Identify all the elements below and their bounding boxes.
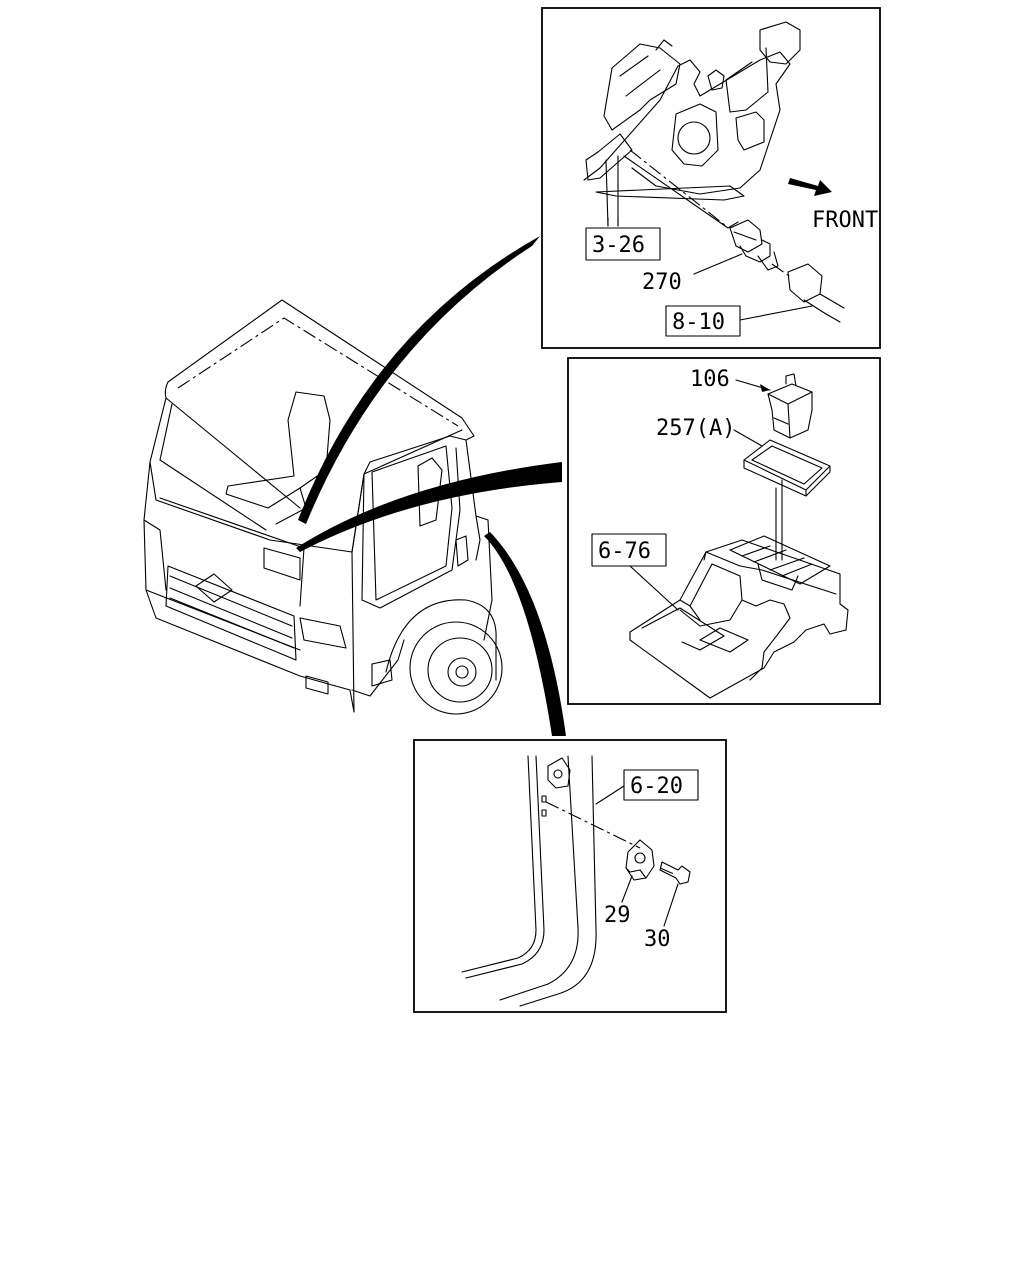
ref-6-20-box (623, 769, 699, 801)
parts-panel-console-switch: 106 257(A) 6- (567, 357, 881, 705)
ref-6-76-box (591, 533, 667, 567)
bolt-30-drawing (659, 861, 691, 885)
parts-panel-door-striker: 6-20 29 30 (413, 739, 727, 1013)
ref-3-26-box (585, 227, 661, 261)
bezel-257a-drawing (743, 439, 831, 497)
part-257a-label: 257(A) (656, 416, 735, 441)
front-arrow-icon (788, 178, 832, 196)
front-label: FRONT (812, 208, 878, 233)
ref-3-26-label: 3-26 (592, 233, 645, 258)
door-pillar-drawing (461, 755, 675, 1007)
striker-29-drawing (625, 839, 655, 881)
part-30-label: 30 (644, 927, 671, 952)
center-console-drawing (629, 535, 849, 699)
switch-106-drawing (767, 373, 813, 439)
part-106-label: 106 (690, 367, 730, 392)
part-270-label: 270 (642, 270, 682, 295)
ref-8-10-label: 8-10 (672, 310, 725, 335)
ref-6-20-label: 6-20 (630, 774, 683, 799)
ref-8-10-box (665, 305, 741, 337)
ref-6-76-label: 6-76 (598, 539, 651, 564)
parts-panel-pressure-switch: FRONT 3-26 270 8-10 (541, 7, 881, 349)
part-29-label: 29 (604, 903, 631, 928)
steering-column-drawing (583, 21, 801, 229)
truck-cab-illustration (143, 236, 566, 736)
connector-drawing (771, 263, 845, 323)
pressure-switch-270-drawing (729, 219, 779, 271)
